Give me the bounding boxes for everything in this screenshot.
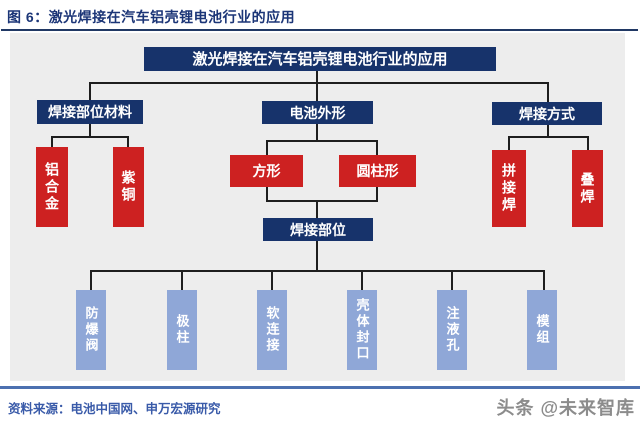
title-underline <box>1 29 638 31</box>
connector-line <box>266 187 268 202</box>
node-explosion-valve: 防爆阀 <box>76 290 106 370</box>
connector-line <box>51 136 53 148</box>
connector-line <box>316 124 318 141</box>
connector-line <box>376 187 378 202</box>
node-aluminum-alloy: 铝合金 <box>36 147 68 227</box>
connector-line <box>51 136 129 138</box>
node-battery-shape: 电池外形 <box>262 101 373 124</box>
node-square: 方形 <box>230 155 303 187</box>
connector-line <box>451 270 453 291</box>
connector-line <box>90 270 545 272</box>
connector-line <box>508 136 510 151</box>
node-module: 模组 <box>527 290 557 370</box>
connector-line <box>376 140 378 156</box>
node-cylindrical: 圆柱形 <box>339 155 416 187</box>
connector-line <box>89 82 91 101</box>
node-pole: 极柱 <box>167 290 197 370</box>
connector-line <box>316 200 318 219</box>
node-copper: 紫铜 <box>113 147 144 227</box>
node-butt-weld: 拼接焊 <box>492 150 526 227</box>
node-lap-weld: 叠焊 <box>572 150 603 227</box>
connector-line <box>271 270 273 291</box>
connector-line <box>127 136 129 148</box>
connector-line <box>266 200 378 202</box>
connector-line <box>90 270 92 291</box>
connector-line <box>89 124 91 137</box>
connector-line <box>316 71 318 83</box>
connector-line <box>547 125 549 137</box>
node-soft-connection: 软连接 <box>257 290 287 370</box>
source-note: 资料来源：电池中国网、申万宏源研究 <box>8 402 221 416</box>
connector-line <box>543 270 545 291</box>
connector-line <box>316 241 318 271</box>
footer-divider <box>0 386 640 389</box>
node-weld-material: 焊接部位材料 <box>37 100 143 124</box>
node-injection-hole: 注液孔 <box>437 290 467 370</box>
connector-line <box>587 136 589 151</box>
connector-line <box>508 136 589 138</box>
connector-line <box>266 140 268 156</box>
node-root: 激光焊接在汽车铝壳锂电池行业的应用 <box>144 47 496 71</box>
watermark: 头条 @未来智库 <box>496 398 635 418</box>
connector-line <box>181 270 183 291</box>
figure-title: 图 6：激光焊接在汽车铝壳锂电池行业的应用 <box>7 9 296 25</box>
connector-line <box>361 270 363 291</box>
connector-line <box>547 82 549 103</box>
connector-line <box>266 140 378 142</box>
connector-line <box>316 82 318 103</box>
node-case-sealing: 壳体封口 <box>347 290 377 370</box>
node-weld-part: 焊接部位 <box>263 218 373 241</box>
node-weld-method: 焊接方式 <box>492 102 602 125</box>
connector-line <box>89 82 549 84</box>
